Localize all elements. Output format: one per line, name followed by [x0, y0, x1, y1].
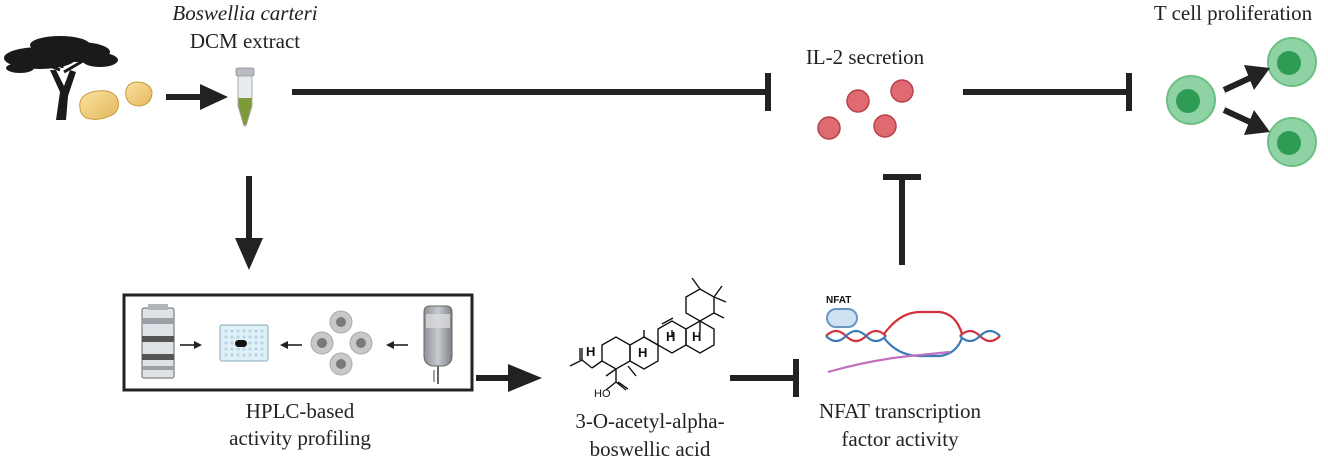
- species-label: Boswellia carteri: [172, 1, 318, 25]
- extract-label: DCM extract: [189, 29, 301, 53]
- arrow-profiling-to-compound: [476, 364, 542, 392]
- nfat-label-1: NFAT transcription: [819, 399, 981, 423]
- small-arrow: [280, 341, 302, 349]
- inhibit-compound-nfat: [730, 359, 799, 397]
- cells-icon: [310, 310, 373, 376]
- hplc-instrument-icon: [141, 304, 175, 379]
- il2-cytokines: [817, 79, 914, 140]
- resin-icon: [79, 81, 153, 120]
- profiling-label-1: HPLC-based: [245, 399, 355, 423]
- molecule-h-label: H: [692, 329, 701, 344]
- molecule-ho-label: HO: [594, 388, 611, 400]
- t-cells: [1166, 37, 1317, 167]
- molecule-structure: [569, 277, 727, 391]
- profiling-label-2: activity profiling: [229, 426, 371, 450]
- inhibit-il2-tcell: [963, 73, 1132, 111]
- il2-molecule: [817, 116, 841, 140]
- molecule-h-label: H: [638, 345, 647, 360]
- il2-molecule: [873, 114, 897, 138]
- microplate-icon: [219, 324, 269, 362]
- nfat-dna-illustration: NFAT: [825, 295, 1001, 374]
- molecule-h-label: H: [666, 329, 675, 344]
- profiling-box: [122, 293, 474, 392]
- inhibit-nfat-il2: [883, 174, 921, 265]
- small-arrow: [180, 341, 202, 349]
- nfat-label-2: factor activity: [841, 427, 959, 451]
- extract-tube-icon: [235, 67, 255, 127]
- il2-label: IL-2 secretion: [805, 45, 925, 69]
- il2-molecule: [846, 89, 870, 113]
- tree-icon: [4, 36, 118, 120]
- il2-molecule: [890, 79, 914, 103]
- small-arrow: [386, 341, 408, 349]
- compound-label-1: 3-O-acetyl-alpha-: [575, 409, 725, 433]
- molecule-h-label: H: [586, 344, 595, 359]
- inhibit-extract-il2: [292, 73, 771, 111]
- arrow-extract-to-profiling: [235, 176, 263, 270]
- nfat-tag-label: NFAT: [826, 295, 851, 306]
- compound-label-2: boswellic acid: [589, 437, 711, 461]
- tcell-label: T cell proliferation: [1153, 1, 1313, 25]
- arrow-resin-to-extract: [166, 84, 228, 110]
- blood-bag-icon: [423, 305, 453, 384]
